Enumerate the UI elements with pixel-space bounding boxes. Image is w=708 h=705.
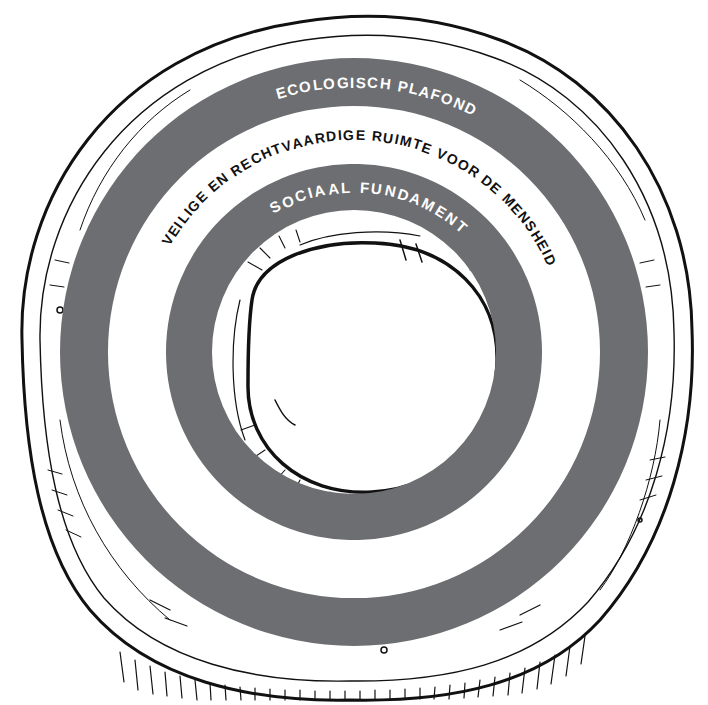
letter: A	[302, 132, 315, 148]
letter: E	[355, 128, 365, 142]
letter: S	[355, 74, 365, 89]
letter: A	[327, 180, 340, 196]
letter: G	[343, 128, 354, 142]
band-ring	[60, 58, 648, 646]
letter: D	[326, 129, 338, 144]
letter: I	[350, 74, 354, 89]
letter: U	[370, 180, 383, 196]
letter	[366, 128, 371, 142]
letter: C	[293, 187, 308, 205]
letter: G	[336, 75, 348, 90]
band-fill	[60, 58, 648, 646]
letter: F	[359, 180, 369, 196]
letter: N	[383, 182, 397, 199]
band-label: ECOLOGISCH PLAFOND	[60, 58, 648, 646]
band-fill	[166, 164, 542, 540]
band-ring	[166, 164, 542, 540]
letter: R	[371, 129, 383, 144]
letter: I	[337, 128, 342, 142]
letter: O	[323, 75, 336, 91]
letter: H	[379, 76, 391, 92]
letter: P	[396, 78, 409, 95]
doughnut-band: SOCIAAL FUNDAMENT	[166, 164, 542, 540]
letter: O	[298, 78, 312, 95]
letter: A	[313, 182, 327, 199]
letter: L	[341, 179, 351, 194]
band-label: SOCIAAL FUNDAMENT	[166, 164, 542, 540]
letter: L	[312, 76, 323, 92]
letter: R	[314, 130, 326, 145]
letter: U	[382, 130, 394, 145]
doughnut-band: ECOLOGISCH PLAFOND	[60, 58, 648, 646]
letter: C	[286, 81, 300, 98]
letter: C	[367, 75, 379, 91]
letter	[353, 179, 357, 194]
